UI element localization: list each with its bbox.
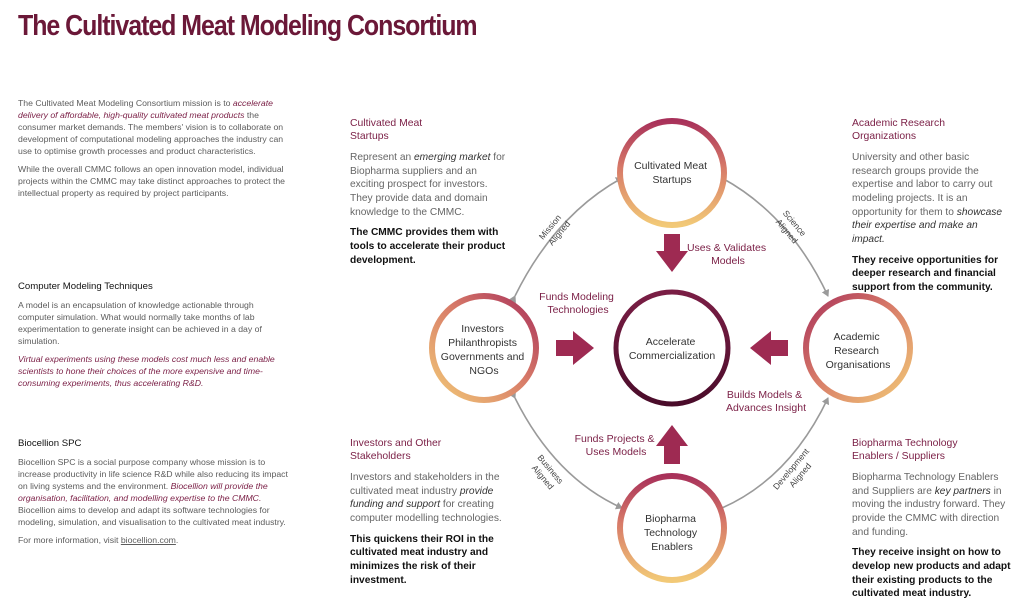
academic-node-ring: [803, 293, 913, 403]
investors-description: Investors and stakeholders in the cultiv…: [350, 472, 502, 586]
science-aligned-connector: [714, 171, 830, 297]
more-info-paragraph: For more information, visit biocellion.c…: [18, 535, 179, 546]
biopharma-description: Biopharma Technology Enablers and Suppli…: [852, 472, 1011, 600]
business-aligned-connector: [508, 390, 623, 510]
biopharma-node-label: Biopharma Technology Enablers: [644, 513, 700, 553]
development-aligned-label: Development Aligned: [771, 445, 821, 499]
biopharma-node-ring: [617, 473, 727, 583]
biopharma-heading: Biopharma Technology Enablers / Supplier…: [852, 438, 958, 462]
page-title: The Cultivated Meat Modeling Consortium: [18, 10, 478, 42]
startups-heading: Cultivated Meat Startups: [350, 118, 423, 142]
funds-modeling-label: Funds Modeling Technologies: [539, 291, 617, 316]
academic-description: University and other basic research grou…: [852, 152, 1003, 294]
open-innovation-paragraph: While the overall CMMC follows an open i…: [18, 164, 286, 198]
mission-paragraph: The Cultivated Meat Modeling Consortium …: [18, 98, 284, 156]
startups-node-label: Cultivated Meat Startups: [634, 160, 710, 186]
biocellion-link[interactable]: biocellion.com: [120, 535, 176, 546]
builds-models-label: Builds Models & Advances Insight: [726, 389, 806, 414]
mission-aligned-connector: [508, 177, 623, 304]
uses-validates-label: Uses & Validates Models: [687, 242, 769, 267]
biocellion-heading: Biocellion SPC: [18, 438, 82, 449]
arrow-right-to-center: [556, 331, 594, 365]
arrow-down-to-center: [656, 234, 688, 272]
center-node-ring: [613, 289, 731, 407]
investors-heading: Investors and Other Stakeholders: [350, 438, 442, 462]
academic-heading: Academic Research Organizations: [852, 118, 945, 142]
arrow-up-to-center: [656, 425, 688, 464]
modeling-block: Computer Modeling Techniques A model is …: [18, 280, 290, 395]
academic-node-label: Academic Research Organisations: [826, 331, 891, 371]
modeling-paragraph: A model is an encapsulation of knowledge…: [18, 300, 262, 347]
biocellion-block: Biocellion SPC Biocellion SPC is a socia…: [18, 437, 290, 552]
biocellion-paragraph: Biocellion SPC is a social purpose compa…: [18, 457, 288, 528]
modeling-heading: Computer Modeling Techniques: [18, 281, 153, 292]
funds-projects-label: Funds Projects & Uses Models: [575, 433, 658, 458]
virtual-experiments-paragraph: Virtual experiments using these models c…: [18, 354, 275, 389]
arrow-left-to-center: [750, 331, 788, 365]
investors-node-label: Investors Philanthropists Governments an…: [441, 323, 527, 377]
investors-node-ring: [429, 293, 539, 403]
business-aligned-label: Business Aligned: [527, 453, 567, 495]
startups-node-ring: [617, 118, 727, 228]
mission-aligned-label: Mission Aligned: [537, 211, 573, 249]
science-aligned-label: Science Aligned: [772, 208, 809, 247]
development-aligned-connector: [714, 397, 830, 515]
mission-block: The Cultivated Meat Modeling Consortium …: [18, 97, 290, 205]
center-node-label: Accelerate Commercialization: [629, 336, 716, 362]
startups-description: Represent an emerging market for Biophar…: [350, 152, 506, 266]
